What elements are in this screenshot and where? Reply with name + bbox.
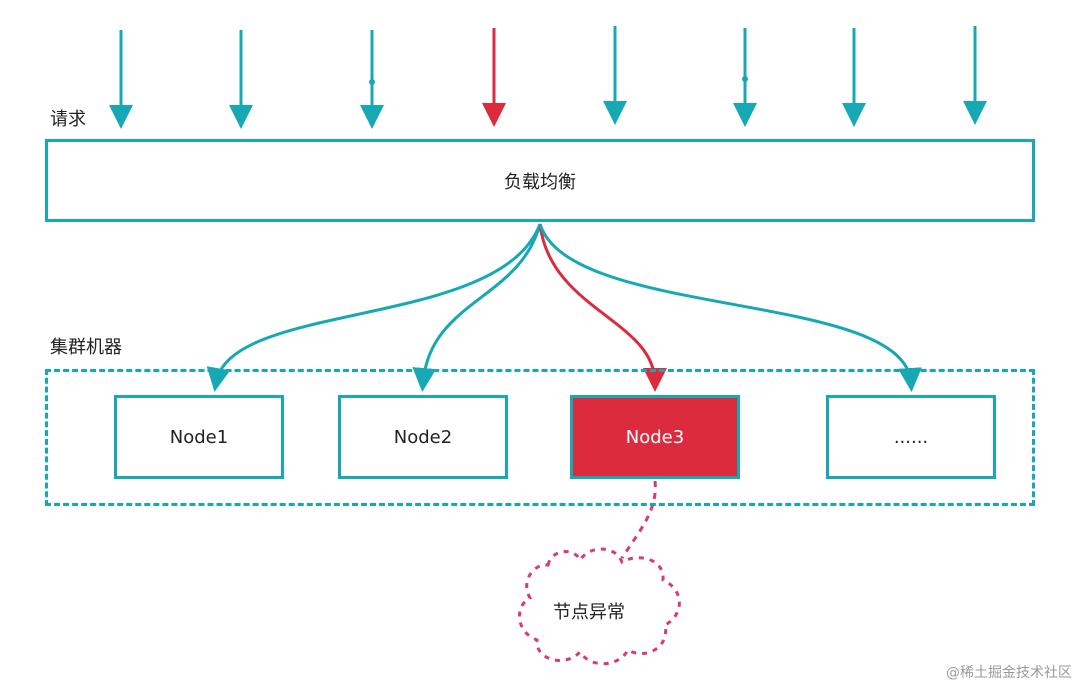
node-label: Node3	[625, 426, 685, 448]
node-box: Node1	[114, 395, 284, 479]
route-curve-node1	[206, 223, 542, 392]
node-label: Node1	[169, 426, 229, 448]
node-box: ......	[826, 395, 996, 479]
load-balancer-box: 负载均衡	[45, 139, 1035, 222]
request-arrow-dot	[369, 79, 375, 85]
cluster-label: 集群机器	[50, 337, 122, 358]
node-box: Node2	[338, 395, 508, 479]
route-curve-node4	[538, 223, 922, 392]
node-label: Node2	[393, 426, 453, 448]
route-curve-node2	[412, 223, 542, 392]
node-label: ......	[893, 426, 929, 448]
request-arrow-dot	[742, 76, 748, 82]
node-box-failed: Node3	[570, 395, 740, 479]
route-curve-node3	[538, 223, 667, 392]
cluster-container	[45, 369, 1035, 506]
requests-label: 请求	[50, 109, 86, 130]
failure-connector	[620, 480, 657, 559]
load-balancer-label: 负载均衡	[504, 171, 576, 193]
watermark: @稀土掘金技术社区	[946, 665, 1072, 681]
node-failure-label: 节点异常	[553, 602, 625, 623]
